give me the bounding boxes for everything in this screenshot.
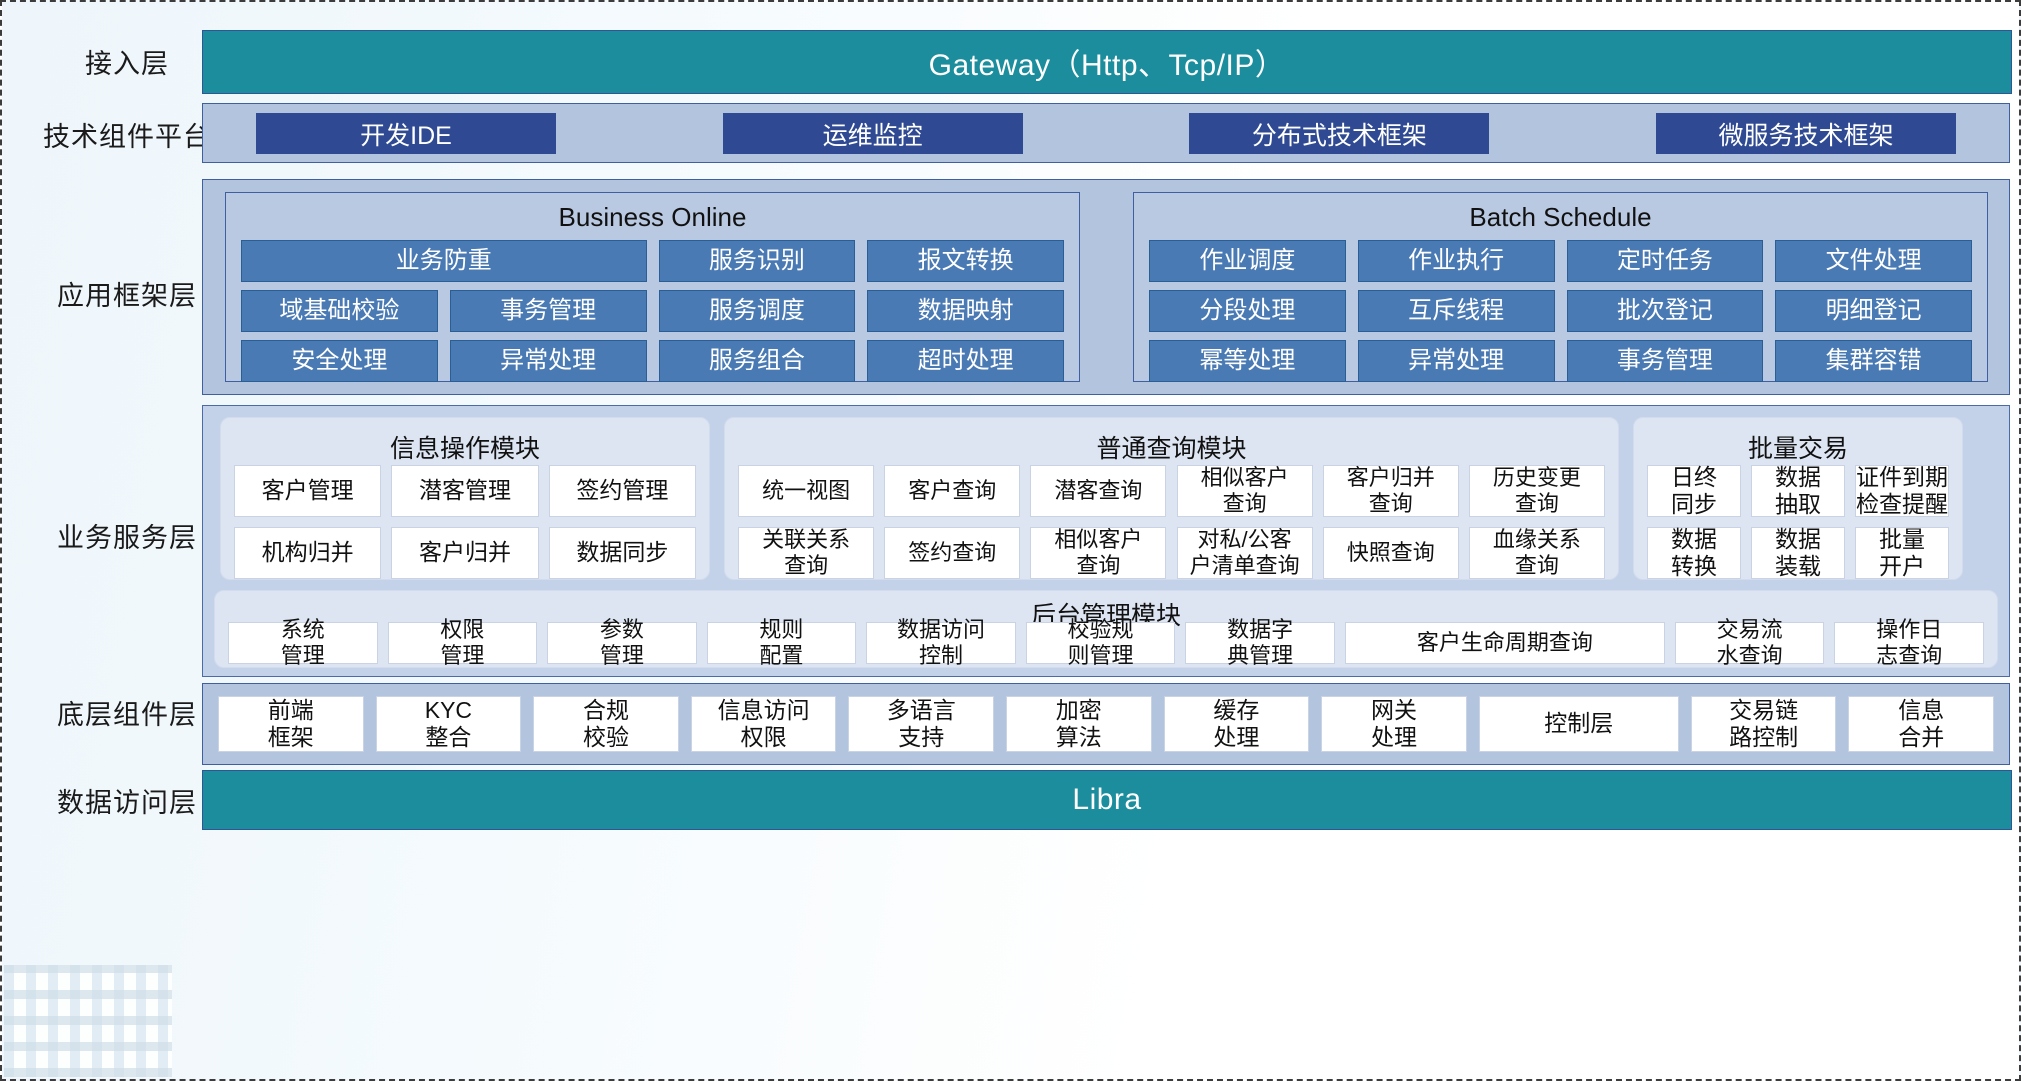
app-chip-1-3-4[interactable]: 超时处理: [867, 340, 1064, 382]
app-group-title-1: Business Online: [558, 202, 747, 232]
svc-chip-1-2-3[interactable]: 数据同步: [548, 527, 696, 579]
app-chip-1-3-3[interactable]: 服务组合: [658, 340, 856, 382]
app-chip-1-2-4[interactable]: 数据映射: [867, 290, 1064, 332]
svc-chip-3-2-1[interactable]: 数据转换: [1647, 526, 1741, 579]
tech-chip-3[interactable]: 分布式技术框架: [1189, 113, 1490, 154]
app-chip-1-1-3[interactable]: 报文转换: [867, 240, 1064, 282]
svc-chip-3-2-2[interactable]: 数据装载: [1751, 526, 1845, 579]
app-chip-2-2-4[interactable]: 明细登记: [1775, 290, 1972, 332]
svc-chip-3-1-1[interactable]: 日终同步: [1647, 464, 1741, 517]
svc-chip-2-1-6[interactable]: 历史变更查询: [1468, 465, 1605, 517]
svc-chip-3-1-2[interactable]: 数据抽取: [1751, 464, 1845, 517]
svc-chip-2-2-2[interactable]: 签约查询: [884, 527, 1021, 579]
admin-chip-10[interactable]: 操作日志查询: [1834, 617, 1984, 668]
base-chip-7[interactable]: 缓存处理: [1163, 696, 1310, 752]
app-chip-2-3-4[interactable]: 集群容错: [1775, 340, 1972, 382]
base-chip-10[interactable]: 交易链路控制: [1690, 696, 1837, 752]
layer-label-bizsvc: 业务服务层: [57, 523, 197, 553]
layer-label-access: 接入层: [85, 49, 169, 79]
svc-chip-2-1-2[interactable]: 客户查询: [884, 465, 1021, 517]
app-chip-1-2-2[interactable]: 事务管理: [449, 290, 647, 332]
svc-group-title-2: 普通查询模块: [1096, 435, 1247, 463]
app-chip-2-1-1[interactable]: 作业调度: [1149, 240, 1346, 282]
admin-chip-2[interactable]: 权限管理: [387, 617, 538, 668]
base-chip-9[interactable]: 控制层: [1478, 696, 1679, 752]
admin-chip-9[interactable]: 交易流水查询: [1674, 617, 1825, 668]
base-chip-1[interactable]: 前端框架: [218, 696, 364, 752]
svc-chip-2-1-5[interactable]: 客户归并查询: [1322, 465, 1459, 517]
base-chip-4[interactable]: 信息访问权限: [690, 696, 837, 752]
app-chip-2-1-3[interactable]: 定时任务: [1566, 240, 1764, 282]
app-chip-1-3-2[interactable]: 异常处理: [449, 340, 647, 382]
layer-label-data: 数据访问层: [57, 788, 197, 818]
gateway-banner: Gateway（Http、Tcp/IP）: [202, 30, 2012, 94]
base-chip-5[interactable]: 多语言支持: [848, 696, 994, 752]
base-chip-3[interactable]: 合规校验: [533, 696, 679, 752]
layer-label-appframe: 应用框架层: [57, 281, 197, 311]
svc-chip-2-1-4[interactable]: 相似客户查询: [1176, 465, 1313, 517]
admin-chip-7[interactable]: 数据字典管理: [1185, 617, 1335, 668]
svc-chip-2-1-1[interactable]: 统一视图: [738, 465, 875, 517]
app-chip-2-1-2[interactable]: 作业执行: [1357, 240, 1555, 282]
app-chip-1-3-1[interactable]: 安全处理: [241, 340, 438, 382]
svc-group-title-1: 信息操作模块: [389, 435, 540, 463]
svc-chip-2-2-4[interactable]: 对私/公客户清单查询: [1176, 527, 1313, 579]
svc-chip-1-2-1[interactable]: 机构归并: [234, 527, 382, 579]
app-chip-1-1-1[interactable]: 业务防重: [241, 240, 647, 282]
app-chip-1-2-3[interactable]: 服务调度: [658, 290, 856, 332]
admin-chip-5[interactable]: 数据访问控制: [866, 617, 1016, 668]
app-chip-1-1-2[interactable]: 服务识别: [658, 240, 856, 282]
libra-banner: Libra: [202, 770, 2012, 830]
app-chip-2-1-4[interactable]: 文件处理: [1775, 240, 1972, 282]
admin-chip-4[interactable]: 规则配置: [706, 617, 857, 668]
app-chip-2-3-3[interactable]: 事务管理: [1566, 340, 1764, 382]
svc-group-title-3: 批量交易: [1747, 435, 1848, 463]
app-chip-2-2-1[interactable]: 分段处理: [1149, 290, 1346, 332]
app-chip-2-3-1[interactable]: 幂等处理: [1149, 340, 1346, 382]
svc-chip-1-1-2[interactable]: 潜客管理: [391, 465, 539, 517]
svc-chip-2-2-3[interactable]: 相似客户查询: [1030, 527, 1167, 579]
app-chip-2-2-3[interactable]: 批次登记: [1566, 290, 1764, 332]
decorative-pattern-overlay: [4, 965, 172, 1077]
svc-chip-1-1-1[interactable]: 客户管理: [234, 465, 382, 517]
svc-chip-1-2-2[interactable]: 客户归并: [391, 527, 539, 579]
svc-chip-2-2-6[interactable]: 血缘关系查询: [1468, 527, 1605, 579]
tech-chip-4[interactable]: 微服务技术框架: [1656, 113, 1956, 154]
svc-chip-1-1-3[interactable]: 签约管理: [548, 465, 696, 517]
svc-chip-2-2-5[interactable]: 快照查询: [1322, 527, 1459, 579]
admin-chip-6[interactable]: 校验规则管理: [1025, 617, 1176, 668]
tech-chip-1[interactable]: 开发IDE: [256, 113, 556, 154]
base-chip-8[interactable]: 网关处理: [1321, 696, 1467, 752]
svc-chip-3-2-3[interactable]: 批量开户: [1855, 526, 1949, 579]
admin-chip-3[interactable]: 参数管理: [547, 617, 697, 668]
tech-chip-2[interactable]: 运维监控: [722, 113, 1023, 154]
admin-chip-8[interactable]: 客户生命周期查询: [1344, 622, 1665, 664]
base-chip-6[interactable]: 加密算法: [1006, 696, 1152, 752]
layer-label-base: 底层组件层: [57, 700, 197, 730]
app-chip-2-2-2[interactable]: 互斥线程: [1357, 290, 1555, 332]
base-chip-11[interactable]: 信息合并: [1848, 696, 1994, 752]
svc-chip-2-2-1[interactable]: 关联关系查询: [738, 527, 875, 579]
svc-chip-3-1-3[interactable]: 证件到期检查提醒: [1855, 463, 1949, 517]
layer-label-tech: 技术组件平台: [43, 122, 211, 152]
app-group-title-2: Batch Schedule: [1469, 202, 1652, 232]
admin-chip-1[interactable]: 系统管理: [228, 617, 378, 668]
svc-chip-2-1-3[interactable]: 潜客查询: [1030, 465, 1167, 517]
app-chip-1-2-1[interactable]: 域基础校验: [241, 290, 438, 332]
app-chip-2-3-2[interactable]: 异常处理: [1357, 340, 1555, 382]
